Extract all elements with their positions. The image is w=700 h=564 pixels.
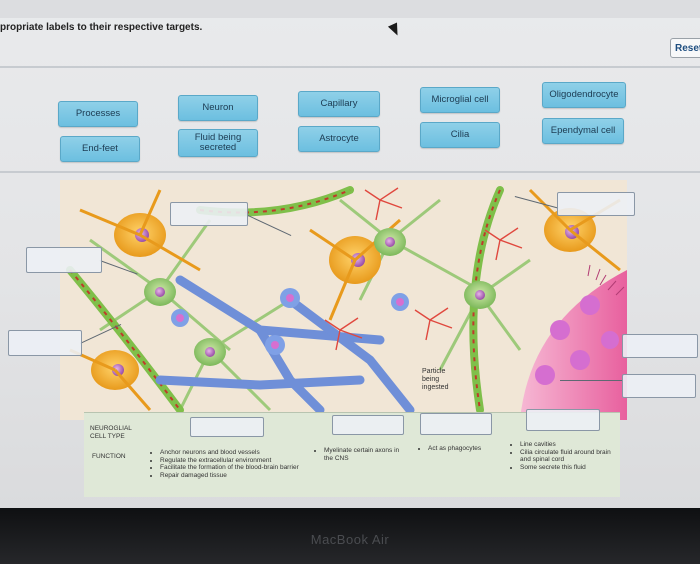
function-item: Act as phagocytes bbox=[428, 445, 510, 453]
function-item: Line cavities bbox=[520, 441, 612, 449]
function-item: Myelinate certain axons in the CNS bbox=[324, 447, 406, 462]
chip-end-feet[interactable]: End-feet bbox=[60, 136, 140, 162]
mouse-cursor-icon bbox=[387, 22, 403, 38]
chip-processes[interactable]: Processes bbox=[58, 101, 138, 127]
reset-button[interactable]: Reset bbox=[670, 38, 700, 58]
instruction-text: propriate labels to their respective tar… bbox=[0, 22, 203, 33]
laptop-brand-label: MacBook Air bbox=[310, 532, 390, 547]
browser-top-band bbox=[0, 0, 700, 18]
function-item: Regulate the extracellular environment bbox=[160, 457, 302, 465]
table-header-cell-type: NEUROGLIAL CELL TYPE bbox=[90, 425, 132, 440]
chip-microglial-cell[interactable]: Microglial cell bbox=[420, 87, 500, 113]
drop-target-1[interactable] bbox=[170, 202, 248, 226]
separator-bottom bbox=[0, 171, 700, 173]
function-cell-oligodendrocyte: Myelinate certain axons in the CNS bbox=[316, 447, 406, 462]
function-cell-microglia: Act as phagocytes bbox=[420, 445, 510, 453]
function-cell-ependymal: Line cavities Cilia circulate fluid arou… bbox=[512, 441, 612, 471]
drop-target-2[interactable] bbox=[557, 192, 635, 216]
leader-line bbox=[560, 380, 622, 381]
chip-cilia[interactable]: Cilia bbox=[420, 122, 500, 148]
drop-target-4[interactable] bbox=[8, 330, 82, 356]
function-item: Anchor neurons and blood vessels bbox=[160, 449, 302, 457]
drop-target-5[interactable] bbox=[622, 334, 698, 358]
neuroglia-table: NEUROGLIAL CELL TYPE FUNCTION Anchor neu… bbox=[84, 409, 620, 497]
function-cell-astrocyte: Anchor neurons and blood vessels Regulat… bbox=[152, 449, 302, 479]
function-item: Repair damaged tissue bbox=[160, 472, 302, 480]
function-item: Cilia circulate fluid around brain and s… bbox=[520, 449, 612, 464]
function-item: Facilitate the formation of the blood-br… bbox=[160, 464, 302, 472]
drop-target-table-3[interactable] bbox=[420, 413, 492, 435]
drop-target-table-2[interactable] bbox=[332, 415, 404, 435]
laptop-bezel: MacBook Air bbox=[0, 508, 700, 564]
drop-target-table-1[interactable] bbox=[190, 417, 264, 437]
function-item: Some secrete this fluid bbox=[520, 464, 612, 472]
chip-fluid-being-secreted[interactable]: Fluid being secreted bbox=[178, 129, 258, 157]
particle-label: Particle being ingested bbox=[422, 368, 449, 391]
screen: propriate labels to their respective tar… bbox=[0, 0, 700, 508]
drop-target-6[interactable] bbox=[622, 374, 696, 398]
separator-top bbox=[0, 66, 700, 68]
chip-capillary[interactable]: Capillary bbox=[298, 91, 380, 117]
chip-astrocyte[interactable]: Astrocyte bbox=[298, 126, 380, 152]
drop-target-table-4[interactable] bbox=[526, 409, 600, 431]
chip-neuron[interactable]: Neuron bbox=[178, 95, 258, 121]
table-header-function: FUNCTION bbox=[92, 453, 126, 460]
neuroglia-illustration: Particle being ingested bbox=[60, 180, 627, 420]
chip-ependymal-cell[interactable]: Ependymal cell bbox=[542, 118, 624, 144]
chip-oligodendrocyte[interactable]: Oligodendrocyte bbox=[542, 82, 626, 108]
drop-target-3[interactable] bbox=[26, 247, 102, 273]
